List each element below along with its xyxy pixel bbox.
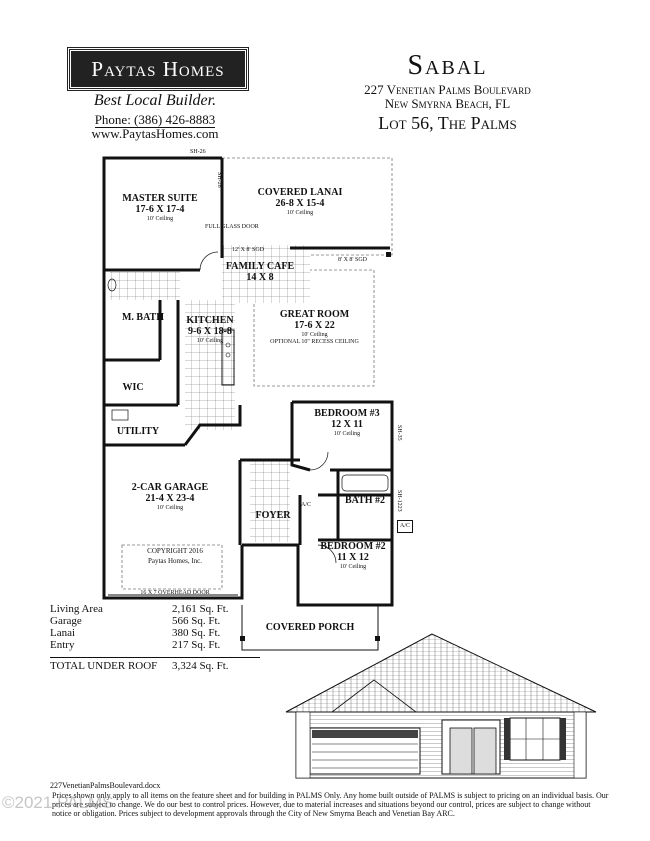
note-copyright-1: COPYRIGHT 2016 bbox=[147, 547, 203, 555]
foyer-name: FOYER bbox=[255, 510, 291, 521]
bedroom2-ceiling: 10' Ceiling bbox=[339, 564, 367, 570]
garage-name: 2-CAR GARAGE bbox=[131, 482, 209, 493]
note-full-glass-door: FULL GLASS DOOR bbox=[205, 224, 259, 230]
m-bath-name: M. BATH bbox=[121, 312, 165, 323]
wic-name: WIC bbox=[122, 382, 144, 393]
master-suite-ceiling: 10' Ceiling bbox=[146, 216, 174, 222]
great-room-name: GREAT ROOM bbox=[279, 309, 350, 320]
master-suite-name: MASTER SUITE bbox=[122, 193, 198, 204]
bedroom3-name: BEDROOM #3 bbox=[314, 408, 380, 419]
note-ac-1: A/C bbox=[301, 502, 312, 508]
note-sgd-8: 8' X 8' SGD bbox=[338, 257, 367, 263]
kitchen-name: KITCHEN bbox=[186, 315, 234, 326]
bedroom2-name: BEDROOM #2 bbox=[320, 541, 386, 552]
note-sgd-12: 12' X 8' SGD bbox=[232, 247, 264, 253]
note-sh1223: SH-1223 bbox=[396, 490, 402, 512]
room-covered-porch: COVERED PORCH bbox=[250, 622, 370, 633]
bedroom3-dims: 12 X 11 bbox=[331, 419, 363, 430]
garage-dims: 21-4 X 23-4 bbox=[145, 493, 195, 504]
kitchen-dims: 9-6 X 18-8 bbox=[188, 326, 232, 337]
front-elevation bbox=[285, 633, 597, 779]
builder-logo: Paytas Homes bbox=[67, 47, 249, 91]
note-sh35: SH-35 bbox=[396, 425, 402, 441]
room-foyer: FOYER bbox=[252, 510, 294, 521]
model-name: Sabal bbox=[407, 50, 488, 81]
covered-porch-name: COVERED PORCH bbox=[265, 622, 355, 633]
family-cafe-dims: 14 X 8 bbox=[246, 272, 274, 283]
great-room-option: OPTIONAL 10" RECESS CEILING bbox=[270, 339, 359, 345]
address-line-1: 227 Venetian Palms Boulevard bbox=[364, 82, 531, 97]
garage-ceiling: 10' Ceiling bbox=[156, 505, 184, 511]
logo-text: Paytas Homes bbox=[91, 56, 225, 81]
sqft-value: 566 Sq. Ft. bbox=[172, 615, 221, 627]
note-ac-2: A/C bbox=[397, 520, 414, 533]
room-wic: WIC bbox=[118, 382, 148, 393]
lot-label: Lot 56, The Palms bbox=[378, 113, 517, 133]
filename: 227VenetianPalmsBoulevard.docx bbox=[50, 781, 161, 790]
sqft-value: 217 Sq. Ft. bbox=[172, 639, 221, 651]
utility-name: UTILITY bbox=[116, 426, 160, 437]
room-bedroom-3: BEDROOM #3 12 X 11 10' Ceiling bbox=[312, 408, 382, 438]
disclaimer: Prices shown only apply to all items on … bbox=[52, 791, 609, 818]
covered-lanai-dims: 26-8 X 15-4 bbox=[275, 198, 325, 209]
sqft-label: Living Area bbox=[50, 603, 103, 615]
phone-number: Phone: (386) 426-8883 bbox=[68, 112, 242, 128]
address-line-2: New Smyrna Beach, FL bbox=[384, 96, 511, 111]
room-m-bath: M. BATH bbox=[118, 312, 168, 323]
great-room-ceiling: 10' Ceiling bbox=[301, 332, 328, 338]
sqft-label: Garage bbox=[50, 615, 82, 627]
room-bath-2: BATH #2 bbox=[340, 495, 390, 506]
note-copyright-2: Paytas Homes, Inc. bbox=[147, 557, 203, 565]
bedroom3-ceiling: 10' Ceiling bbox=[333, 431, 361, 437]
room-family-cafe: FAMILY CAFE 14 X 8 bbox=[224, 261, 296, 283]
family-cafe-name: FAMILY CAFE bbox=[225, 261, 295, 272]
covered-lanai-name: COVERED LANAI bbox=[257, 187, 343, 198]
bath2-name: BATH #2 bbox=[344, 495, 386, 506]
divider bbox=[50, 657, 260, 658]
tagline: Best Local Builder. bbox=[93, 92, 217, 109]
room-covered-lanai: COVERED LANAI 26-8 X 15-4 10' Ceiling bbox=[250, 187, 350, 217]
note-overhead-door: 16 X 7 OVERHEAD DOOR bbox=[140, 590, 210, 596]
master-suite-dims: 17-6 X 17-4 bbox=[135, 204, 185, 215]
room-great-room: GREAT ROOM 17-6 X 22 10' Ceiling OPTIONA… bbox=[262, 309, 367, 346]
bedroom2-dims: 11 X 12 bbox=[337, 552, 369, 563]
kitchen-ceiling: 10' Ceiling bbox=[196, 338, 224, 344]
room-kitchen: KITCHEN 9-6 X 18-8 10' Ceiling bbox=[180, 315, 240, 345]
website-link[interactable]: www.PaytasHomes.com bbox=[91, 126, 219, 141]
sqft-label: Lanai bbox=[50, 627, 76, 639]
total-label: TOTAL UNDER ROOF bbox=[50, 660, 158, 672]
total-value: 3,324 Sq. Ft. bbox=[172, 660, 229, 672]
watermark: ©2021 PALMS bbox=[2, 793, 114, 812]
phone-text: Phone: (386) 426-8883 bbox=[94, 112, 216, 128]
note-sh26-side: SH-26 bbox=[216, 172, 222, 188]
covered-lanai-ceiling: 10' Ceiling bbox=[286, 210, 314, 216]
great-room-dims: 17-6 X 22 bbox=[294, 320, 335, 331]
room-garage: 2-CAR GARAGE 21-4 X 23-4 10' Ceiling bbox=[120, 482, 220, 512]
sqft-value: 2,161 Sq. Ft. bbox=[172, 603, 229, 615]
note-sh26-top: SH-26 bbox=[190, 149, 206, 155]
room-master-suite: MASTER SUITE 17-6 X 17-4 10' Ceiling bbox=[110, 193, 210, 223]
room-bedroom-2: BEDROOM #2 11 X 12 10' Ceiling bbox=[316, 541, 390, 571]
room-utility: UTILITY bbox=[113, 426, 163, 437]
sqft-label: Entry bbox=[50, 639, 75, 651]
sqft-value: 380 Sq. Ft. bbox=[172, 627, 221, 639]
